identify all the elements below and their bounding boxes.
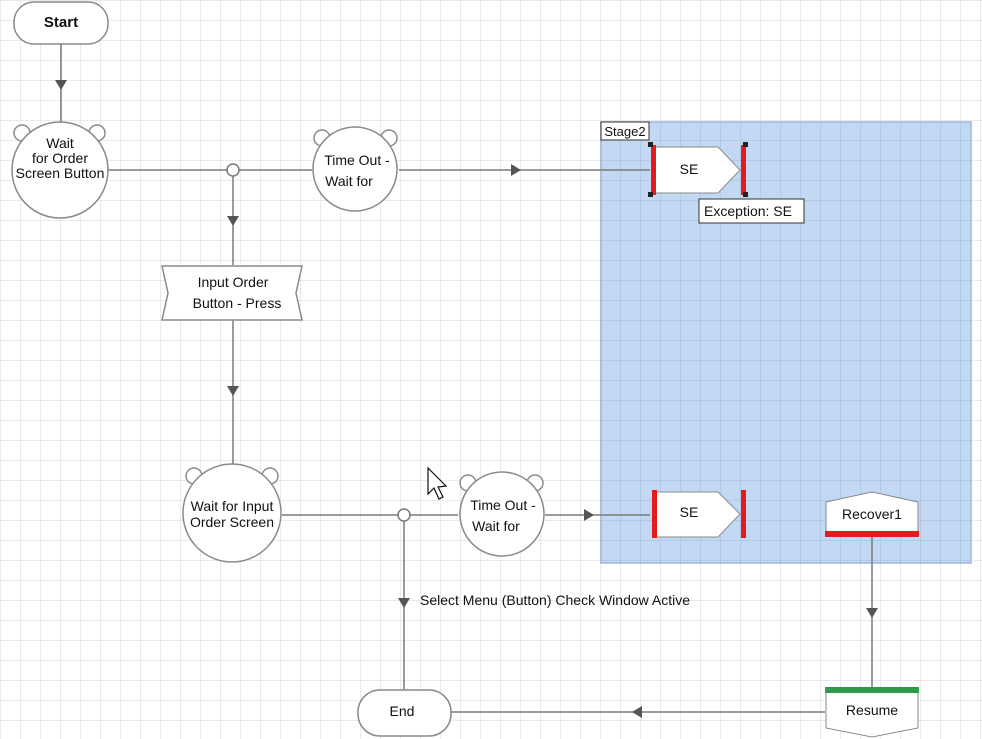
se-bottom-label: SE	[680, 504, 699, 520]
timeout-wait-for-node-1[interactable]: Time Out - Wait for	[312, 126, 398, 212]
timeout1-line2: Wait for	[325, 173, 373, 189]
timeout-wait-for-node-2[interactable]: Time Out - Wait for	[459, 471, 545, 557]
stage-label: Stage2	[600, 121, 650, 141]
end-label: End	[390, 703, 415, 719]
wait-for-order-screen-button-node[interactable]: Wait for Order Screen Button	[11, 121, 109, 219]
wait2-line2: Order Screen	[190, 514, 274, 530]
wait1-line3: Screen Button	[16, 165, 105, 181]
stage-block[interactable]	[600, 121, 972, 564]
timeout2-line2: Wait for	[472, 518, 520, 534]
action-line2: Button - Press	[193, 295, 282, 311]
arrow-heads	[55, 80, 878, 718]
wait1-line2: for Order	[32, 150, 88, 166]
se-top-label: SE	[680, 161, 699, 177]
mouse-cursor-icon	[427, 466, 448, 500]
resume-node[interactable]: Resume	[825, 687, 919, 738]
wait-for-input-order-screen-node[interactable]: Wait for Input Order Screen	[182, 463, 282, 563]
timeout1-line1: Time Out -	[324, 152, 390, 168]
svg-text:Stage2: Stage2	[604, 124, 645, 139]
selection-handle[interactable]	[743, 192, 748, 197]
svg-text:Exception: SE: Exception: SE	[704, 203, 792, 219]
exception-se-bottom[interactable]: SE	[652, 490, 746, 538]
junction-point[interactable]	[397, 508, 411, 522]
action-line1: Input Order	[198, 274, 269, 290]
wait1-line1: Wait	[46, 135, 74, 151]
end-node[interactable]: End	[357, 689, 452, 737]
selection-handle[interactable]	[743, 142, 748, 147]
junction-point[interactable]	[226, 163, 240, 177]
wait2-line1: Wait for Input	[191, 498, 274, 514]
recover-node[interactable]: Recover1	[825, 491, 919, 537]
resume-label: Resume	[846, 702, 898, 718]
start-label: Start	[44, 14, 78, 31]
start-node[interactable]: Start	[13, 1, 109, 45]
exception-se-top[interactable]: SE	[648, 142, 748, 197]
recover-label: Recover1	[842, 506, 902, 522]
link-label: Select Menu (Button) Check Window Active	[420, 592, 690, 608]
input-order-button-press-action[interactable]: Input Order Button - Press	[161, 265, 303, 321]
timeout2-line1: Time Out -	[470, 497, 536, 513]
selection-handle[interactable]	[648, 142, 653, 147]
exception-tooltip: Exception: SE	[698, 198, 805, 224]
selection-handle[interactable]	[648, 192, 653, 197]
